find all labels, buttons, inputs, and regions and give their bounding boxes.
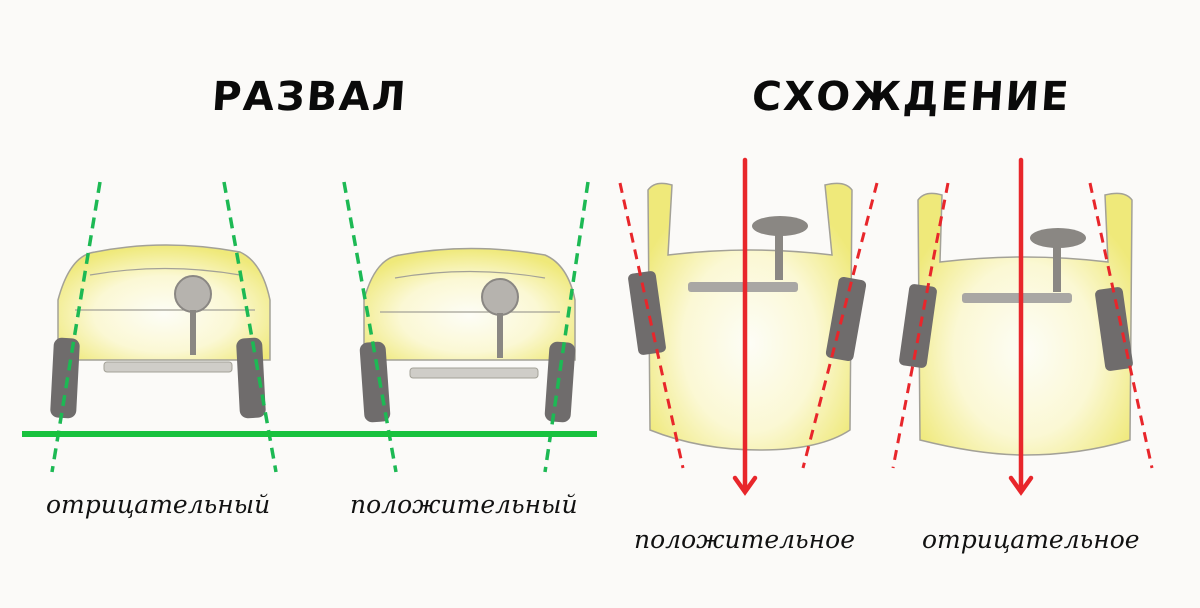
toe-reference-lines	[618, 182, 1154, 469]
camber-positive-caption: положительный	[350, 490, 578, 519]
direction-arrows	[732, 157, 1034, 496]
camber-positive-car	[359, 247, 576, 423]
toe-negative-car	[899, 192, 1133, 456]
camber-negative-car	[50, 244, 271, 419]
camber-reference-lines	[50, 181, 590, 473]
toe-negative-caption: отрицательное	[922, 525, 1140, 554]
camber-negative-caption: отрицательный	[46, 490, 271, 519]
toe-positive-caption: положительное	[634, 525, 855, 554]
